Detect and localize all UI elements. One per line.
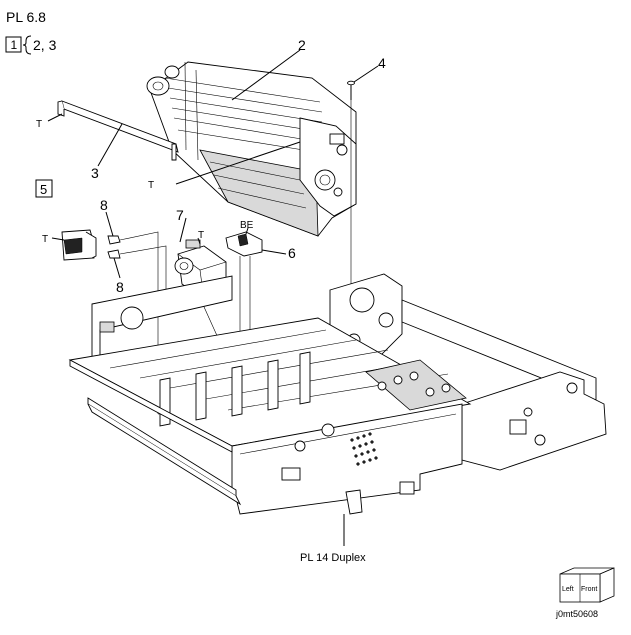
- leader-7: [179, 217, 187, 243]
- figure-code: j0mt50608: [555, 609, 598, 619]
- leader-6: [261, 249, 287, 255]
- leader-4: [353, 65, 379, 83]
- leader-3: [97, 123, 123, 167]
- callout-7: 7: [176, 207, 184, 223]
- leader-t-sensor: [51, 237, 65, 241]
- plate-id: PL 6.8: [6, 9, 46, 25]
- orientation-front: Front: [581, 586, 597, 593]
- callout-3: 3: [91, 165, 99, 181]
- callout-8a: 8: [100, 197, 108, 213]
- part-6-switch: [225, 231, 263, 257]
- part-5-sensor: [61, 229, 97, 261]
- leader-2: [231, 49, 301, 101]
- marker-t-sensor: T: [42, 234, 48, 245]
- leader-8a: [105, 211, 114, 237]
- callout-2: 2: [298, 37, 306, 53]
- assembly-box-number: 1: [11, 38, 18, 52]
- leader-t-unit: [175, 141, 301, 185]
- leader-8b: [113, 257, 121, 279]
- assembly-brace: [22, 35, 32, 55]
- assembly-items: 2, 3: [33, 37, 57, 53]
- part-8-clip-upper: [107, 235, 121, 245]
- part-8-clip-lower: [107, 249, 121, 259]
- main-frame: [68, 273, 607, 515]
- orientation-left: Left: [562, 586, 574, 593]
- part-5-box: [35, 179, 53, 198]
- orientation-cube-icon: [559, 567, 615, 603]
- marker-t-actuator: T: [198, 230, 204, 241]
- duplex-reference: PL 14 Duplex: [300, 552, 366, 564]
- callout-6: 6: [288, 245, 296, 261]
- part-4-screw: [347, 80, 355, 100]
- leader-be: [245, 227, 249, 235]
- callout-8b: 8: [116, 279, 124, 295]
- marker-t-bar: T: [36, 119, 42, 130]
- leader-t-actuator: [197, 237, 201, 245]
- marker-be: BE: [240, 220, 254, 231]
- callout-5: 5: [40, 182, 47, 197]
- marker-t-unit: T: [148, 180, 154, 191]
- leader-t-bar: [47, 113, 63, 122]
- assembly-box: [5, 36, 22, 53]
- callout-4: 4: [378, 55, 386, 71]
